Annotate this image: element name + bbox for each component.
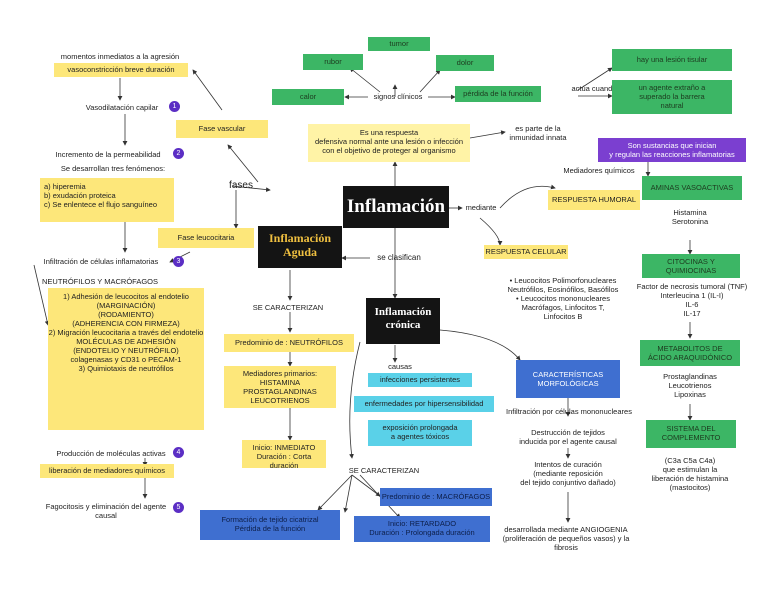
label-tres-fenomenos: Se desarrollan tres fenómenos: xyxy=(60,164,166,173)
node-definicion: Es una respuesta defensiva normal ante u… xyxy=(308,124,470,162)
label-incremento-permeabilidad: Incremento de la permeabilidad xyxy=(55,150,161,159)
label-destruccion-tejidos: Destrucción de tejidos inducida por el a… xyxy=(519,428,617,446)
node-tumor: tumor xyxy=(368,37,430,51)
label-momentos: momentos inmediatos a la agresión xyxy=(60,52,180,61)
label-metabolitos-list: Prostaglandinas Leucotrienos Lipoxinas xyxy=(663,372,717,399)
node-citocinas: CITOCINAS Y QUIMIOCINAS xyxy=(642,254,740,278)
node-predominio-neutrofilos: Predominio de : NEUTRÓFILOS xyxy=(224,334,354,352)
label-produccion-moleculas: Producción de moléculas activas xyxy=(56,449,166,458)
node-predominio-macrofagos: Predominio de : MACRÓFAGOS xyxy=(380,488,492,506)
label-citocinas-list: Factor de necrosis tumoral (TNF) Interle… xyxy=(636,282,748,318)
node-respuesta-celular: RESPUESTA CELULAR xyxy=(484,245,568,259)
label-angiogenia: desarrollada mediante ANGIOGENIA (prolif… xyxy=(502,525,630,552)
step-number-1: 1 xyxy=(169,101,180,112)
label-aminas-list: Histamina Serotonina xyxy=(671,208,709,226)
label-mediante: mediante xyxy=(465,203,497,212)
node-inicio-inmediato: Inicio: INMEDIATO Duración : Corta durac… xyxy=(242,440,326,470)
node-inicio-retardado: Inicio: RETARDADO Duración : Prolongada … xyxy=(354,516,490,542)
label-fases: fases xyxy=(229,180,253,191)
node-metabolitos: METABOLITOS DE ÁCIDO ARAQUIDÓNICO xyxy=(640,340,740,366)
node-agente-extrano: un agente extraño a superado la barrera … xyxy=(612,80,732,114)
node-exposicion-toxicos: exposición prolongada a agentes tóxicos xyxy=(368,420,472,446)
step-number-5: 5 xyxy=(173,502,184,513)
label-mediadores-quimicos: Mediadores químicos xyxy=(563,166,635,175)
node-perdida-funcion: pérdida de la función xyxy=(455,86,541,102)
node-rubor: rubor xyxy=(303,54,363,70)
label-actua-cuando: actúa cuando xyxy=(571,84,617,93)
label-infiltracion-celulas: Infiltración de células inflamatorias xyxy=(43,257,159,266)
label-se-caracterizan-cronica: SE CARACTERIZAN xyxy=(348,466,420,475)
node-sistema-complemento: SISTEMA DEL COMPLEMENTO xyxy=(646,420,736,448)
label-inmunidad-innata: es parte de la inmunidad innata xyxy=(509,124,567,142)
node-inflamacion-aguda: Inflamación Aguda xyxy=(258,226,342,268)
step-number-4: 4 xyxy=(173,447,184,458)
node-infecciones-persistentes: infecciones persistentes xyxy=(368,373,472,387)
label-causas: causas xyxy=(388,362,412,371)
label-signos-clinicos: signos clínicos xyxy=(373,92,423,101)
node-fase-vascular: Fase vascular xyxy=(176,120,268,138)
label-vasodilatacion: Vasodilatación capilar xyxy=(85,103,159,112)
node-mediadores-primarios: Mediadores primarios: HISTAMINA PROSTAGL… xyxy=(224,366,336,408)
node-formacion-tejido: Formación de tejido cicatrizal Pérdida d… xyxy=(200,510,340,540)
node-liberacion-mediadores: liberación de mediadores químicos xyxy=(40,464,174,478)
node-fenomenos: a) hiperemia b) exudación proteica c) Se… xyxy=(40,178,174,222)
label-leucocitos: • Leucocitos Polimorfonucleares Neutrófi… xyxy=(507,276,619,321)
node-fase-leucocitaria: Fase leucocitaria xyxy=(158,228,254,248)
label-neutrofilos-macrofagos: NEUTRÓFILOS Y MACRÓFAGOS xyxy=(42,277,158,286)
node-dolor: dolor xyxy=(436,55,494,71)
node-lesion-tisular: hay una lesión tisular xyxy=(612,49,732,71)
node-neutrofilos-pasos: 1) Adhesión de leucocitos al endotelio (… xyxy=(48,288,204,430)
label-fagocitosis: Fagocitosis y eliminación del agente cau… xyxy=(45,502,167,520)
label-se-clasifican: se clasifican xyxy=(377,253,421,262)
node-calor: calor xyxy=(272,89,344,105)
label-se-caracterizan-aguda: SE CARACTERIZAN xyxy=(252,303,324,312)
step-number-3: 3 xyxy=(173,256,184,267)
node-aminas-vasoactivas: AMINAS VASOACTIVAS xyxy=(642,176,742,200)
node-inflamacion-cronica: Inflamación crónica xyxy=(366,298,440,344)
label-complemento-list: (C3a C5a C4a) que estimulan la liberació… xyxy=(651,456,729,492)
node-inflamacion: Inflamación xyxy=(343,186,449,228)
label-intentos-curacion: Intentos de curación (mediante reposició… xyxy=(520,460,616,487)
step-number-2: 2 xyxy=(173,148,184,159)
label-infiltracion-mononucleares: Infiltración por células mononucleares xyxy=(506,407,632,416)
node-sustancias: Son sustancias que inician y regulan las… xyxy=(598,138,746,162)
node-respuesta-humoral: RESPUESTA HUMORAL xyxy=(548,190,640,210)
node-vasoconstriccion: vasoconstricción breve duración xyxy=(54,63,188,77)
node-caracteristicas-morfologicas: CARACTERÍSTICAS MORFOLÓGICAS xyxy=(516,360,620,398)
node-hipersensibilidad: enfermedades por hipersensibilidad xyxy=(354,396,494,412)
